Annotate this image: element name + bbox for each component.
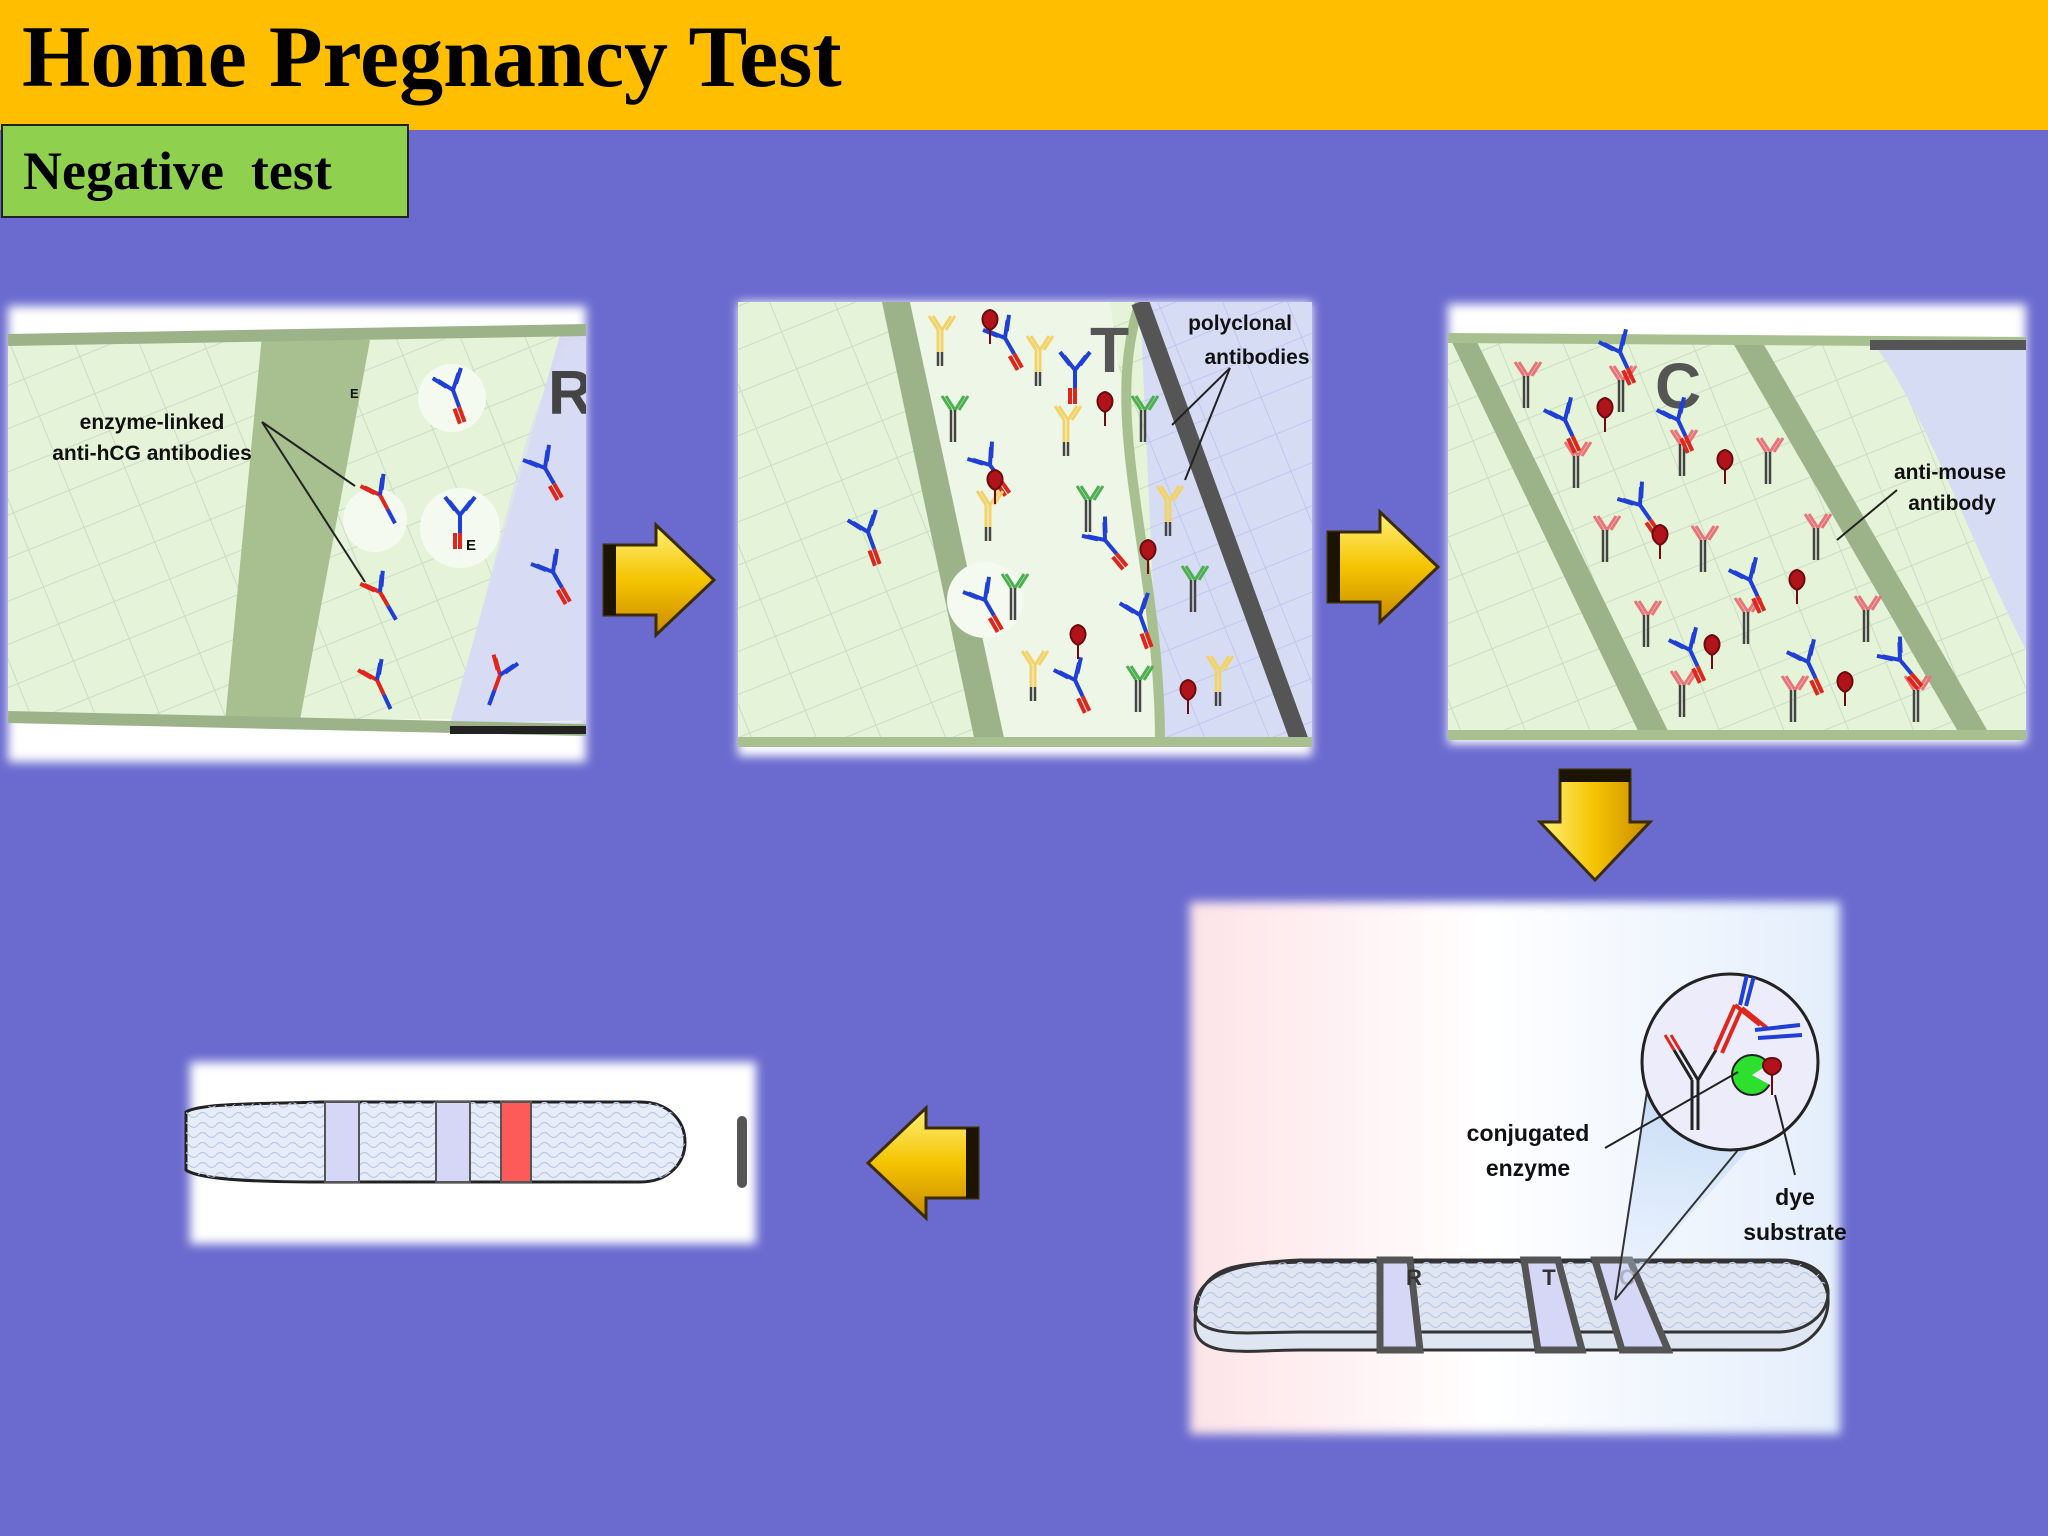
panel-3-label-line2: antibody — [1908, 492, 1996, 515]
result-test-stick — [184, 1062, 756, 1244]
panel-4-strip-zoom: R T C conjugated enzyme dye substrate — [1190, 902, 1847, 1434]
panel-3-label-line1: anti-mouse — [1894, 461, 2006, 484]
arrow-right-icon — [602, 523, 716, 637]
panel-3-c-zone: C — [1448, 304, 2026, 744]
svg-text:T: T — [1090, 314, 1129, 386]
status-badge-label: Negative test — [23, 141, 332, 201]
panel-1-label-line1: enzyme-linked — [80, 411, 225, 434]
panel-2-t-zone: T — [738, 302, 1312, 756]
svg-text:E: E — [350, 386, 359, 401]
arrow-right-icon — [1326, 510, 1440, 624]
enzyme-label-line1: conjugated — [1467, 1120, 1590, 1146]
svg-text:E: E — [466, 537, 476, 554]
panel-1-label-line2: anti-hCG antibodies — [52, 442, 252, 465]
dye-label-line1: dye — [1775, 1184, 1815, 1210]
band-label-r: R — [1406, 1265, 1422, 1290]
page-title: Home Pregnancy Test — [22, 9, 842, 106]
title-bar: Home Pregnancy Test — [0, 0, 2048, 130]
band-label-t: T — [1542, 1265, 1556, 1290]
arrow-left-icon — [866, 1106, 980, 1220]
dye-label-line2: substrate — [1743, 1219, 1847, 1245]
svg-text:R: R — [548, 359, 593, 428]
panel-1-r-zone: R E E enzyme-linked anti-hCG antibodies — [8, 306, 593, 762]
enzyme-label-line2: enzyme — [1486, 1155, 1570, 1181]
svg-text:C: C — [1655, 350, 1701, 422]
panel-2-label-line1: polyclonal — [1188, 312, 1292, 335]
panel-2-label-line2: antibodies — [1204, 346, 1309, 369]
arrow-down-icon — [1538, 768, 1652, 882]
status-badge: Negative test — [1, 124, 409, 218]
control-band — [500, 1101, 532, 1183]
